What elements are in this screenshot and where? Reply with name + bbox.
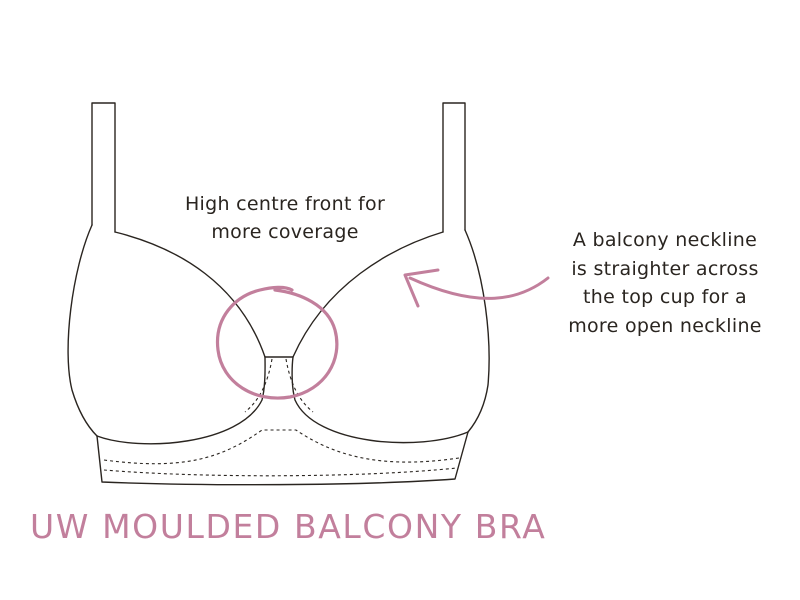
neckline-arrow-head [403,268,440,308]
left-cup-outer [67,224,98,437]
balcony-callout-line3: the top cup for a [583,286,747,308]
bra-outline [67,102,490,486]
right-underwire [291,356,469,444]
left-cup-neckline [114,231,266,358]
neckline-arrow-shaft [408,276,550,300]
left-strap [91,102,116,233]
stitching [103,358,460,477]
balcony-callout-line2: is straighter across [571,257,759,280]
centre-stitch-left [244,358,273,413]
band-stitch-lower [103,467,458,477]
centre-front-callout: High centre front for more coverage [160,190,410,246]
right-cup-neckline [292,231,444,358]
balcony-callout-line1: A balcony neckline [572,229,758,251]
band-stitch-upper [103,429,460,465]
centre-highlight-circle [215,285,339,400]
centre-stitch-right [285,358,314,413]
balcony-neckline-callout: A balcony neckline is straighter across … [545,226,785,340]
centre-front-callout-line2: more coverage [211,221,359,243]
right-cup-outer [464,229,490,433]
right-strap [442,102,466,233]
product-title: UW MOULDED BALCONY BRA [30,507,547,546]
balcony-callout-line4: more open neckline [568,314,762,337]
highlights [215,268,550,400]
left-underwire [96,356,266,445]
bra-band [96,431,469,486]
centre-front-callout-line1: High centre front for [184,193,386,215]
